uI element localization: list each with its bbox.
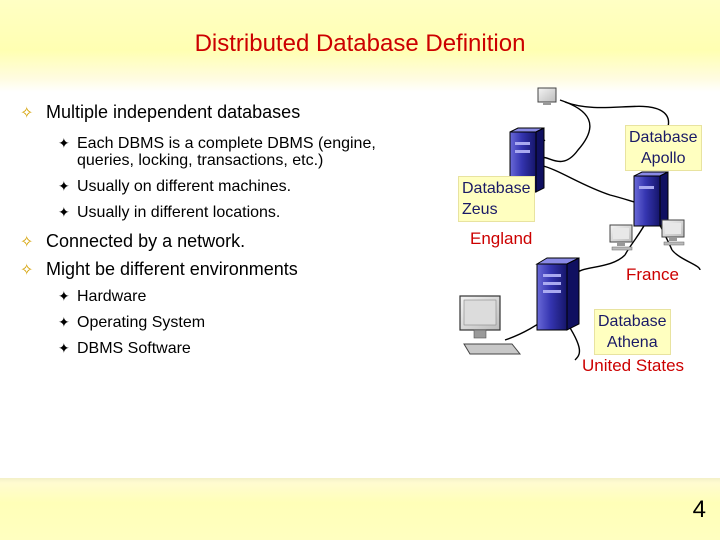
sub-bullet-text: Usually on different machines. <box>77 178 292 195</box>
slide-footer-band <box>0 478 720 540</box>
sub-bullet-text: Usually in different locations. <box>77 204 281 221</box>
server-icon <box>633 171 669 227</box>
sub-bullet: ✦ DBMS Software <box>58 340 191 358</box>
sub-bullet-text: Operating System <box>77 314 206 331</box>
bullet-multiple: ✧ Multiple independent databases <box>20 102 301 123</box>
computer-icon <box>537 87 557 105</box>
label-database-athena: Database Athena <box>594 309 671 355</box>
label-line: Database <box>598 313 667 330</box>
bullet-diamond-icon: ✧ <box>20 262 34 279</box>
label-england: England <box>470 229 533 248</box>
sub-bullet: ✦ Usually in different locations. <box>58 204 281 222</box>
sub-bullet-continuation: queries, locking, transactions, etc.) <box>77 152 323 170</box>
bullet-connected: ✧ Connected by a network. <box>20 231 246 252</box>
sub-bullet-text: queries, locking, transactions, etc.) <box>77 152 324 169</box>
bullet-text: Multiple independent databases <box>46 102 301 122</box>
bullet-text: Might be different environments <box>46 259 298 279</box>
server-icon <box>535 257 580 331</box>
label-line: Database <box>462 180 531 197</box>
server-icon <box>509 127 545 193</box>
label-line: Database <box>629 129 698 146</box>
bullet-star-icon: ✦ <box>58 135 70 151</box>
bullet-diamond-icon: ✧ <box>20 234 34 251</box>
label-line: Athena <box>606 334 658 351</box>
sub-bullet-text: DBMS Software <box>77 340 191 357</box>
slide-title: Distributed Database Definition <box>194 30 526 57</box>
label-united-states: United States <box>582 356 685 375</box>
bullet-star-icon: ✦ <box>58 288 70 304</box>
bullet-star-icon: ✦ <box>58 178 70 194</box>
computer-icon <box>459 295 522 355</box>
label-database-apollo: Database Apollo <box>625 125 702 171</box>
sub-bullet: ✦ Hardware <box>58 288 147 306</box>
sub-bullet-text: Hardware <box>77 288 147 305</box>
label-database-zeus: Database Zeus <box>458 176 535 222</box>
label-france: France <box>626 265 679 284</box>
bullet-star-icon: ✦ <box>58 204 70 220</box>
bullet-environments: ✧ Might be different environments <box>20 259 298 280</box>
sub-bullet: ✦ Operating System <box>58 314 206 332</box>
bullet-diamond-icon: ✧ <box>20 105 34 122</box>
page-number: 4 <box>692 496 706 523</box>
bullet-star-icon: ✦ <box>58 340 70 356</box>
bullet-star-icon: ✦ <box>58 314 70 330</box>
sub-bullet-text: Each DBMS is a complete DBMS (engine, <box>77 135 376 152</box>
slide-header-band <box>0 0 720 92</box>
sub-bullet: ✦ Usually on different machines. <box>58 178 292 196</box>
computer-icon <box>661 219 685 246</box>
label-line: Zeus <box>462 201 498 218</box>
bullet-text: Connected by a network. <box>46 231 246 251</box>
label-line: Apollo <box>641 150 686 167</box>
sub-bullet: ✦ Each DBMS is a complete DBMS (engine, <box>58 135 376 153</box>
computer-icon <box>609 224 633 251</box>
